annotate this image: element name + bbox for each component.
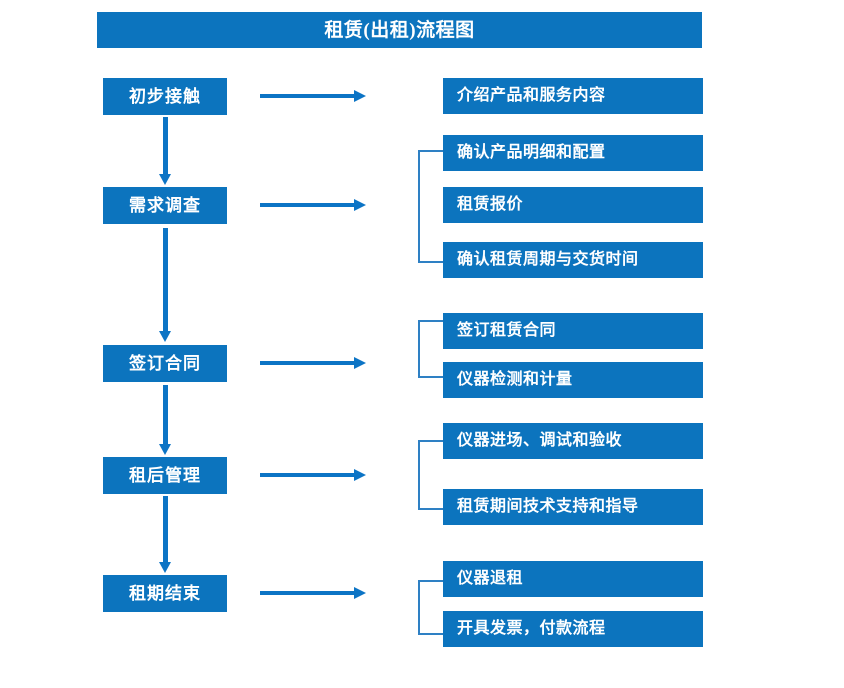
detail-box-7[interactable]: 仪器进场、调试和验收 bbox=[443, 423, 703, 459]
horizontal-arrow-5 bbox=[260, 586, 366, 600]
vertical-arrow-shaft bbox=[163, 496, 168, 562]
detail-box-9[interactable]: 仪器退租 bbox=[443, 561, 703, 597]
vertical-arrow-4 bbox=[158, 496, 172, 573]
horizontal-arrow-head bbox=[354, 469, 366, 481]
stage-label-2: 需求调查 bbox=[129, 196, 201, 215]
detail-label-4: 确认租赁周期与交货时间 bbox=[457, 251, 639, 268]
detail-label-1: 介绍产品和服务内容 bbox=[457, 87, 606, 104]
detail-label-5: 签订租赁合同 bbox=[457, 322, 557, 339]
detail-label-6: 仪器检测和计量 bbox=[457, 371, 573, 388]
horizontal-arrow-1 bbox=[260, 89, 366, 103]
detail-box-4[interactable]: 确认租赁周期与交货时间 bbox=[443, 242, 703, 278]
horizontal-arrow-shaft bbox=[260, 361, 354, 365]
detail-label-2: 确认产品明细和配置 bbox=[457, 144, 606, 161]
detail-box-5[interactable]: 签订租赁合同 bbox=[443, 313, 703, 349]
vertical-arrow-shaft bbox=[163, 385, 168, 444]
detail-box-8[interactable]: 租赁期间技术支持和指导 bbox=[443, 489, 703, 525]
detail-box-3[interactable]: 租赁报价 bbox=[443, 187, 703, 223]
vertical-arrow-shaft bbox=[163, 117, 168, 174]
group-bracket-4 bbox=[418, 440, 443, 510]
detail-box-10[interactable]: 开具发票，付款流程 bbox=[443, 611, 703, 647]
stage-label-3: 签订合同 bbox=[129, 354, 201, 373]
horizontal-arrow-3 bbox=[260, 356, 366, 370]
stage-box-3[interactable]: 签订合同 bbox=[103, 345, 227, 382]
stage-box-4[interactable]: 租后管理 bbox=[103, 457, 227, 494]
vertical-arrow-head bbox=[159, 331, 171, 342]
vertical-arrow-1 bbox=[158, 117, 172, 185]
detail-label-3: 租赁报价 bbox=[457, 196, 524, 213]
vertical-arrow-head bbox=[159, 174, 171, 185]
chart-title: 租赁(出租)流程图 bbox=[324, 19, 475, 41]
detail-label-7: 仪器进场、调试和验收 bbox=[457, 432, 623, 449]
detail-label-10: 开具发票，付款流程 bbox=[457, 620, 606, 637]
detail-box-2[interactable]: 确认产品明细和配置 bbox=[443, 135, 703, 171]
group-bracket-2 bbox=[418, 150, 443, 263]
vertical-arrow-2 bbox=[158, 228, 172, 342]
horizontal-arrow-head bbox=[354, 90, 366, 102]
stage-label-4: 租后管理 bbox=[129, 466, 201, 485]
detail-box-6[interactable]: 仪器检测和计量 bbox=[443, 362, 703, 398]
chart-title-bar: 租赁(出租)流程图 bbox=[97, 12, 702, 48]
group-bracket-5 bbox=[418, 580, 443, 635]
stage-label-5: 租期结束 bbox=[129, 584, 201, 603]
vertical-arrow-shaft bbox=[163, 228, 168, 331]
detail-box-1[interactable]: 介绍产品和服务内容 bbox=[443, 78, 703, 114]
horizontal-arrow-head bbox=[354, 357, 366, 369]
detail-label-8: 租赁期间技术支持和指导 bbox=[457, 498, 639, 515]
group-bracket-3 bbox=[418, 320, 443, 378]
horizontal-arrow-4 bbox=[260, 468, 366, 482]
horizontal-arrow-shaft bbox=[260, 203, 354, 207]
horizontal-arrow-shaft bbox=[260, 473, 354, 477]
vertical-arrow-3 bbox=[158, 385, 172, 455]
vertical-arrow-head bbox=[159, 562, 171, 573]
horizontal-arrow-2 bbox=[260, 198, 366, 212]
horizontal-arrow-head bbox=[354, 587, 366, 599]
stage-box-5[interactable]: 租期结束 bbox=[103, 575, 227, 612]
stage-box-1[interactable]: 初步接触 bbox=[103, 78, 227, 115]
horizontal-arrow-shaft bbox=[260, 94, 354, 98]
stage-box-2[interactable]: 需求调查 bbox=[103, 187, 227, 224]
vertical-arrow-head bbox=[159, 444, 171, 455]
stage-label-1: 初步接触 bbox=[129, 87, 201, 106]
horizontal-arrow-shaft bbox=[260, 591, 354, 595]
detail-label-9: 仪器退租 bbox=[457, 570, 524, 587]
horizontal-arrow-head bbox=[354, 199, 366, 211]
